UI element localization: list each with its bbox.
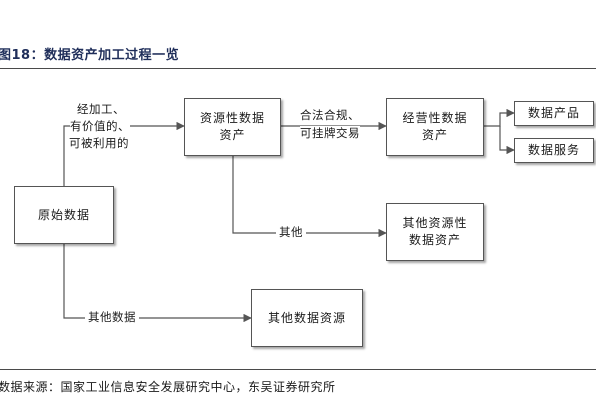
figure-title: 图18：数据资产加工过程一览 — [0, 48, 180, 63]
node-other-data-resource: 其他数据资源 — [251, 289, 363, 347]
edge-label-compliant-1: 合法合规、 — [300, 108, 360, 123]
edge-label-other-data: 其他数据 — [85, 310, 139, 325]
edge-label-processed-1: 经加工、 — [77, 102, 125, 117]
edge-label-compliant-2: 可挂牌交易 — [300, 126, 360, 141]
node-operating-asset-line2: 资产 — [421, 128, 448, 142]
edge-operating-to-product — [484, 108, 515, 127]
node-data-product: 数据产品 — [514, 101, 594, 126]
node-resource-asset-line2: 资产 — [219, 128, 246, 142]
node-resource-asset-line1: 资源性数据 — [199, 111, 265, 125]
node-other-resource-asset: 其他资源性 数据资产 — [386, 203, 484, 261]
node-operating-asset: 经营性数据 资产 — [386, 98, 484, 156]
node-other-resource-asset-line2: 数据资产 — [408, 233, 461, 247]
edge-label-processed-3: 可被利用的 — [69, 136, 129, 151]
edge-resource-to-other-asset — [232, 156, 387, 238]
node-raw-data-label: 原始数据 — [37, 207, 90, 222]
node-other-resource-asset-line1: 其他资源性 — [402, 216, 468, 230]
node-resource-asset: 资源性数据 资产 — [184, 98, 281, 156]
edge-label-other: 其他 — [276, 225, 306, 240]
edge-raw-to-resource — [63, 121, 185, 186]
node-raw-data: 原始数据 — [14, 186, 114, 244]
node-operating-asset-line1: 经营性数据 — [402, 111, 468, 125]
node-data-service: 数据服务 — [514, 138, 594, 163]
edge-raw-to-other-resource — [63, 244, 252, 323]
node-data-service-label: 数据服务 — [527, 143, 580, 157]
edge-operating-to-service — [499, 126, 515, 155]
node-other-data-resource-label: 其他数据资源 — [267, 310, 346, 325]
bottom-rule — [0, 369, 596, 370]
top-rule — [0, 68, 596, 69]
node-data-product-label: 数据产品 — [527, 106, 580, 120]
edge-label-processed-2: 有价值的、 — [70, 119, 130, 134]
figure-source: 数据来源：国家工业信息安全发展研究中心，东吴证券研究所 — [0, 380, 336, 394]
